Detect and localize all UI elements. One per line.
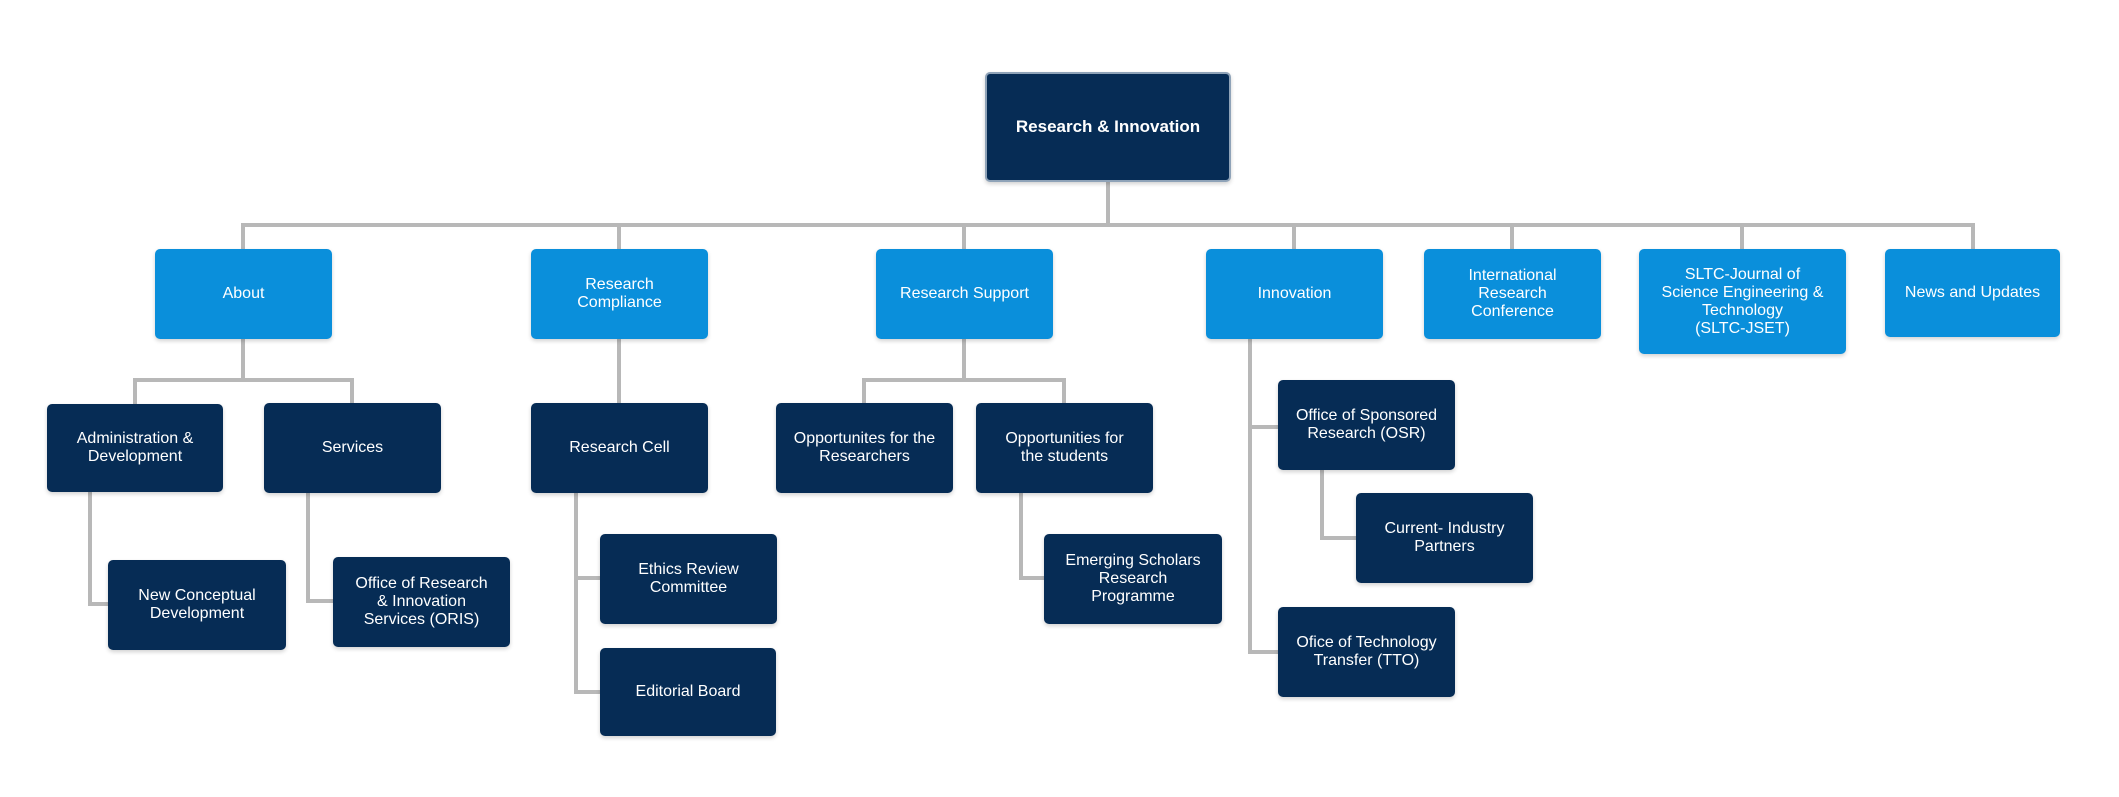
node-industry-partners[interactable]: Current- Industry Partners (1356, 493, 1533, 583)
node-research-compliance[interactable]: Research Compliance (531, 249, 708, 339)
node-innovation[interactable]: Innovation (1206, 249, 1383, 339)
node-research-support[interactable]: Research Support (876, 249, 1053, 339)
node-opportunities-researchers[interactable]: Opportunites for the Researchers (776, 403, 953, 493)
node-tto[interactable]: Ofice of Technology Transfer (TTO) (1278, 607, 1455, 697)
node-editorial-board[interactable]: Editorial Board (600, 648, 776, 736)
node-services[interactable]: Services (264, 403, 441, 493)
node-international-research-conference[interactable]: International Research Conference (1424, 249, 1601, 339)
node-osr[interactable]: Office of Sponsored Research (OSR) (1278, 380, 1455, 470)
node-oris[interactable]: Office of Research & Innovation Services… (333, 557, 510, 647)
node-sltc-journal[interactable]: SLTC-Journal of Science Engineering & Te… (1639, 249, 1846, 354)
node-opportunities-students[interactable]: Opportunities for the students (976, 403, 1153, 493)
node-about[interactable]: About (155, 249, 332, 339)
node-emerging-scholars[interactable]: Emerging Scholars Research Programme (1044, 534, 1222, 624)
node-ethics-review-committee[interactable]: Ethics Review Committee (600, 534, 777, 624)
node-new-conceptual-development[interactable]: New Conceptual Development (108, 560, 286, 650)
node-administration-development[interactable]: Administration & Development (47, 404, 223, 492)
root-node[interactable]: Research & Innovation (985, 72, 1231, 182)
node-news-and-updates[interactable]: News and Updates (1885, 249, 2060, 337)
node-research-cell[interactable]: Research Cell (531, 403, 708, 493)
